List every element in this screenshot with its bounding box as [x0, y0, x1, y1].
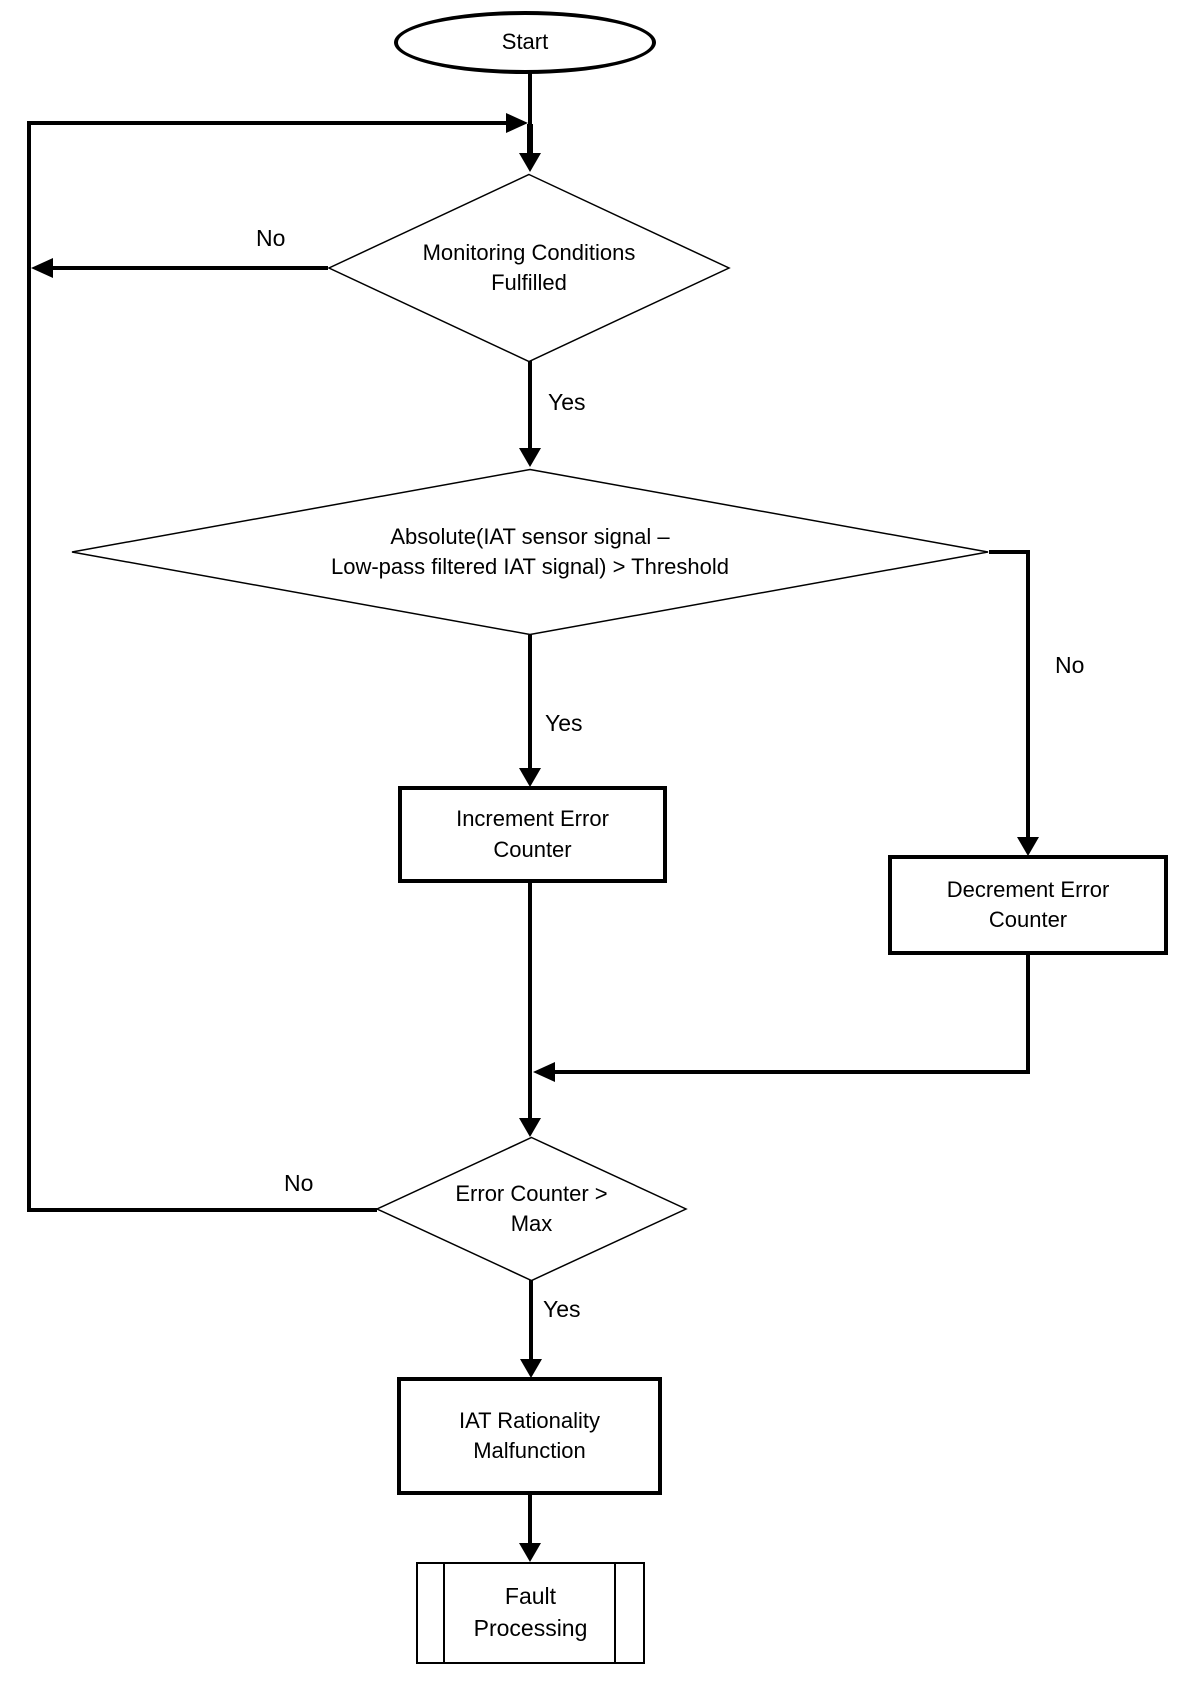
edge-threshold-no-horizontal [989, 550, 1030, 554]
iat-rationality-malfunction-label: IAT Rationality Malfunction [458, 1407, 601, 1463]
node-decrement-error-counter: Decrement Error Counter [888, 855, 1168, 955]
node-iat-threshold: Absolute(IAT sensor signal – Low-pass fi… [70, 468, 990, 636]
edge-feedback-left [27, 121, 31, 1212]
node-fault-processing: Fault Processing [416, 1562, 645, 1664]
arrowhead-monitoring-no [31, 258, 53, 278]
edge-threshold-no-vertical [1026, 550, 1030, 838]
node-start: Start [394, 11, 656, 74]
edge-malfunction-down [528, 1493, 532, 1544]
edge-threshold-yes [528, 635, 532, 769]
edge-junction-monitoring [527, 124, 533, 154]
node-monitoring-conditions: Monitoring Conditions Fulfilled [327, 173, 731, 363]
diamond-shape [71, 468, 989, 636]
edge-start-down [528, 72, 532, 124]
edge-label-threshold-no: No [1053, 652, 1087, 678]
diamond-shape [327, 173, 731, 363]
decrement-error-counter-label: Decrement Error Counter [946, 876, 1110, 932]
predefined-process-left-bar [443, 1564, 445, 1662]
arrowhead-into-monitoring [519, 153, 541, 172]
increment-error-counter-label: Increment Error Counter [456, 806, 609, 862]
arrowhead-into-threshold [519, 448, 541, 467]
diamond-shape [375, 1136, 688, 1282]
monitoring-conditions-label: Monitoring Conditions Fulfilled [422, 239, 636, 295]
edge-monitoring-yes [528, 361, 532, 449]
edge-label-error-counter-no: No [282, 1170, 316, 1196]
edge-monitoring-no [52, 266, 328, 270]
arrowhead-into-decrement [1017, 837, 1039, 856]
edge-label-threshold-yes: Yes [543, 710, 585, 736]
arrowhead-into-error-counter [519, 1118, 541, 1137]
edge-label-monitoring-yes: Yes [546, 389, 588, 415]
arrowhead-into-fault [519, 1543, 541, 1562]
edge-error-counter-no [27, 1208, 377, 1212]
edge-error-counter-yes [529, 1280, 533, 1360]
edge-decrement-down [1026, 953, 1030, 1074]
error-counter-max-label: Error Counter > Max [455, 1180, 608, 1236]
edge-label-error-counter-yes: Yes [541, 1296, 583, 1322]
start-label: Start [501, 29, 549, 55]
edge-merge-horizontal [554, 1070, 1030, 1074]
node-iat-rationality-malfunction: IAT Rationality Malfunction [397, 1377, 662, 1495]
predefined-process-right-bar [614, 1564, 616, 1662]
fault-processing-label: Fault Processing [473, 1583, 588, 1641]
arrowhead-into-malfunction [520, 1359, 542, 1378]
arrowhead-into-increment [519, 768, 541, 787]
node-error-counter-max: Error Counter > Max [375, 1136, 688, 1282]
edge-increment-down [528, 881, 532, 1119]
edge-label-monitoring-no: No [254, 225, 288, 251]
arrowhead-merge [533, 1062, 555, 1082]
iat-threshold-label: Absolute(IAT sensor signal – Low-pass fi… [330, 523, 730, 579]
arrowhead-into-junction [506, 113, 528, 133]
node-increment-error-counter: Increment Error Counter [398, 786, 667, 883]
edge-feedback-top [27, 121, 506, 125]
